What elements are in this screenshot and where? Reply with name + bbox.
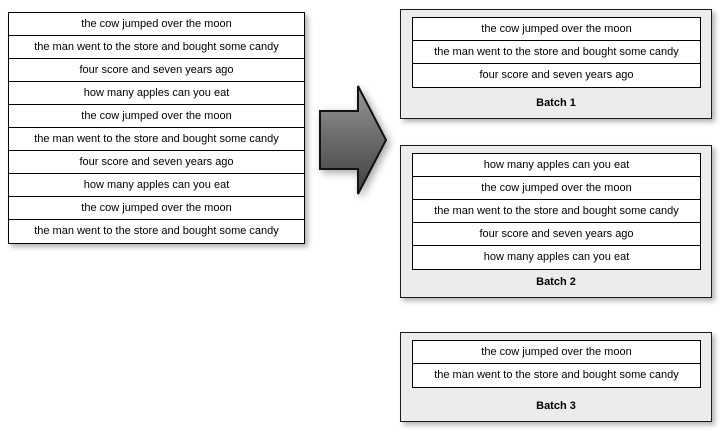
sentence-row: the man went to the store and bought som… bbox=[413, 41, 700, 64]
sentence-row: four score and seven years ago bbox=[479, 69, 634, 81]
sentence-row: how many apples can you eat bbox=[413, 154, 700, 177]
sentence-row: the man went to the store and bought som… bbox=[34, 225, 279, 237]
sentence-row: the cow jumped over the moon bbox=[9, 197, 304, 220]
sentence-row: the cow jumped over the moon bbox=[9, 105, 304, 128]
sentence-row: how many apples can you eat bbox=[9, 174, 304, 197]
batch-label: Batch 2 bbox=[536, 276, 576, 288]
sentence-row: the cow jumped over the moon bbox=[413, 18, 700, 41]
sentence-row: the man went to the store and bought som… bbox=[413, 200, 700, 223]
batch-sentence-list: the cow jumped over the moon the man went… bbox=[412, 340, 701, 388]
sentence-row: the cow jumped over the moon bbox=[9, 13, 304, 36]
sentence-row: how many apples can you eat bbox=[9, 82, 304, 105]
batch-label: Batch 3 bbox=[536, 400, 576, 412]
sentence-row: how many apples can you eat bbox=[483, 251, 630, 263]
sentence-row: the cow jumped over the moon bbox=[413, 341, 700, 364]
sentence-row: the man went to the store and bought som… bbox=[434, 369, 679, 381]
batch-panel: the cow jumped over the moon the man went… bbox=[400, 332, 712, 422]
right-block-arrow-icon bbox=[318, 84, 388, 196]
sentence-row: the man went to the store and bought som… bbox=[9, 128, 304, 151]
sentence-row: the cow jumped over the moon bbox=[413, 177, 700, 200]
batch-label: Batch 1 bbox=[536, 97, 576, 109]
sentence-row: four score and seven years ago bbox=[413, 223, 700, 246]
sentence-row: four score and seven years ago bbox=[9, 151, 304, 174]
sentence-row: the man went to the store and bought som… bbox=[9, 36, 304, 59]
sentence-row: four score and seven years ago bbox=[9, 59, 304, 82]
